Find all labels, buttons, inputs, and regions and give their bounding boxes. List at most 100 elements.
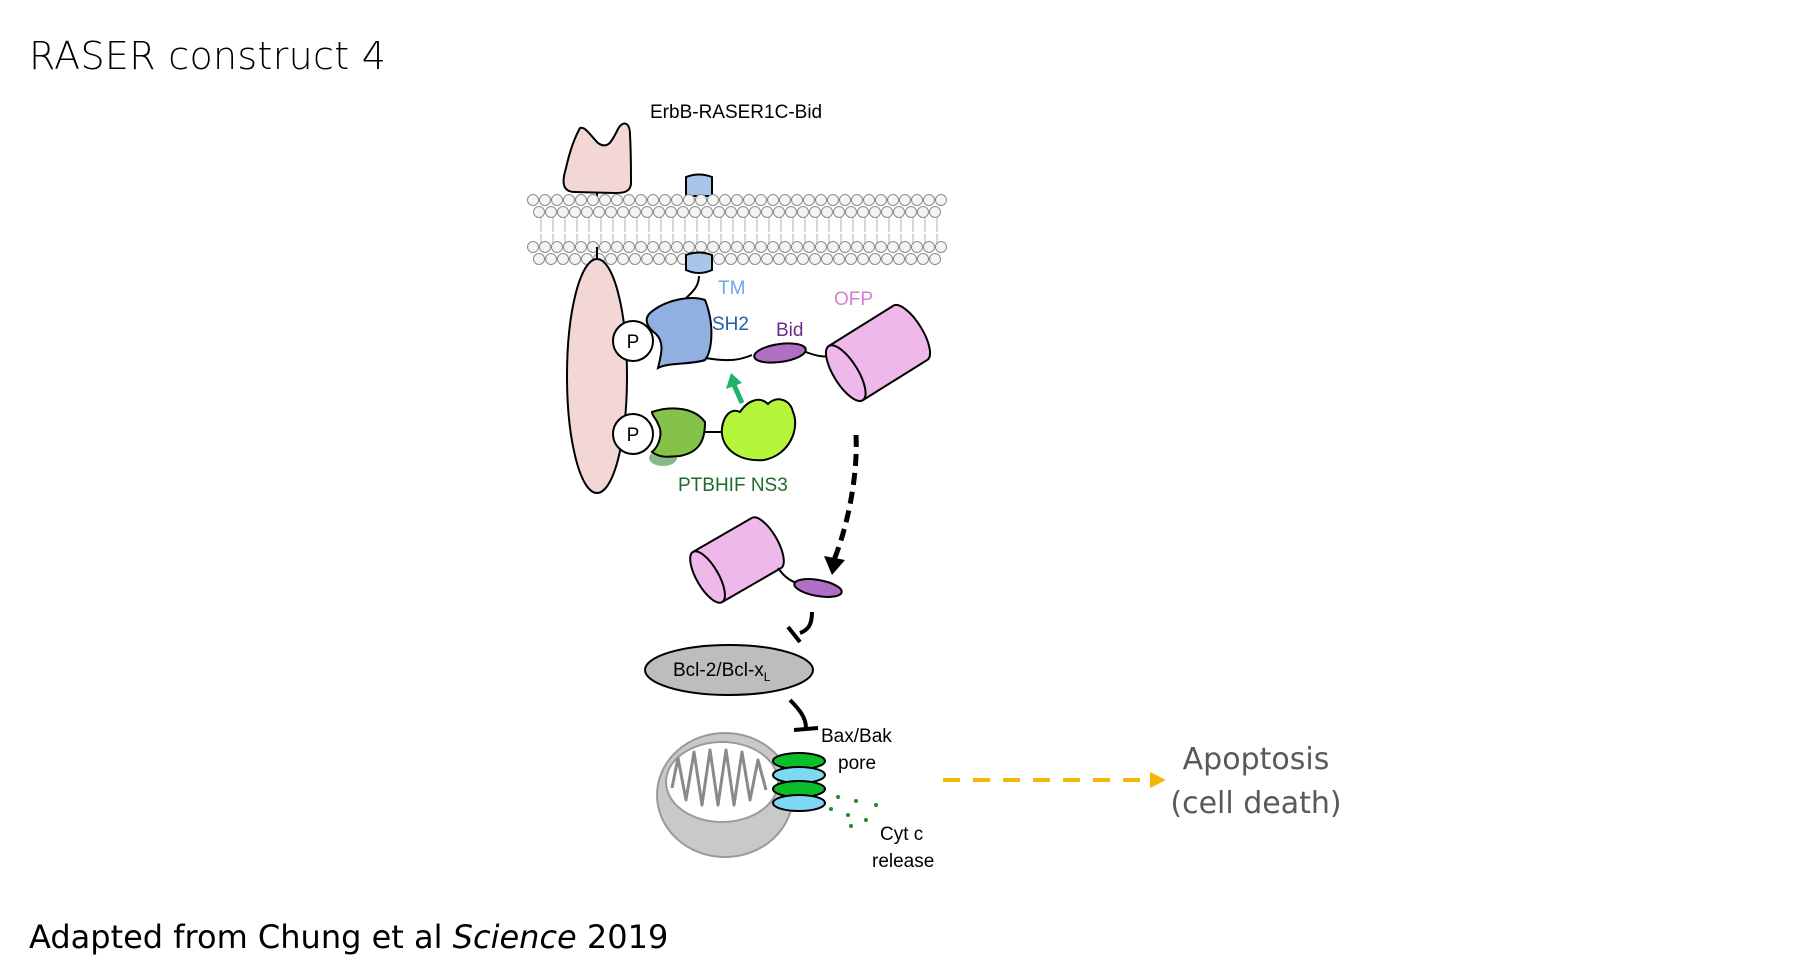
- lipid-head: [695, 194, 707, 206]
- lipid-head: [617, 206, 629, 218]
- lipid-head: [785, 253, 797, 265]
- phospho-label-1: P: [627, 332, 640, 353]
- lipid-head: [677, 206, 689, 218]
- lipid-head: [923, 194, 935, 206]
- pore-label-1: Bax/Bak: [821, 726, 892, 747]
- lipid-head: [911, 194, 923, 206]
- lipid-head: [725, 253, 737, 265]
- sh2-domain: [645, 297, 713, 370]
- slide-title: RASER construct 4: [29, 34, 387, 78]
- outcome-cell-death: (cell death): [1170, 786, 1341, 821]
- ofp-barrel: [824, 304, 931, 403]
- ofp-label: OFP: [834, 289, 873, 310]
- lipid-head: [689, 206, 701, 218]
- lipid-head: [935, 194, 947, 206]
- lipid-head: [563, 194, 575, 206]
- sh2-bid-linker: [704, 354, 753, 362]
- lipid-head: [611, 194, 623, 206]
- ptb-ns3-label: PTBHIF NS3: [678, 475, 788, 496]
- lipid-head: [665, 253, 677, 265]
- lipid-head: [671, 194, 683, 206]
- tm-top-block: [685, 173, 713, 197]
- source-caption: Adapted from Chung et al Science 2019: [29, 918, 668, 956]
- lipid-head: [917, 253, 929, 265]
- lipid-head: [863, 194, 875, 206]
- lipid-head: [575, 241, 587, 253]
- lipid-head: [569, 253, 581, 265]
- cytc-label-1: Cyt c: [880, 824, 923, 845]
- lipid-head: [533, 206, 545, 218]
- bid-label: Bid: [776, 320, 803, 341]
- lipid-head: [533, 253, 545, 265]
- inhibition-bar-1: [786, 625, 802, 644]
- caption-prefix: Adapted from Chung et al: [29, 918, 453, 956]
- released-ofp-barrel: [689, 516, 785, 604]
- lipid-head: [899, 241, 911, 253]
- lipid-head: [569, 206, 581, 218]
- lipid-head: [797, 253, 809, 265]
- lipid-head: [713, 206, 725, 218]
- lipid-head: [845, 253, 857, 265]
- phospho-site-2: [612, 413, 654, 455]
- caption-journal: Science: [452, 918, 577, 956]
- pore-disc-4: [772, 794, 826, 812]
- lipid-head: [893, 206, 905, 218]
- tm-label: TM: [718, 278, 745, 299]
- lipid-head: [899, 194, 911, 206]
- lipid-head: [803, 194, 815, 206]
- lipid-head: [641, 206, 653, 218]
- outcome-apoptosis: Apoptosis: [1183, 742, 1330, 777]
- lipid-head: [599, 194, 611, 206]
- lipid-head: [653, 253, 665, 265]
- bid-domain: [753, 342, 807, 364]
- lipid-head: [629, 206, 641, 218]
- inhibition-bar-2: [793, 726, 819, 732]
- cleavage-arrowhead: [726, 373, 742, 389]
- release-arrowhead: [824, 556, 845, 575]
- receptor-intracellular: [566, 258, 628, 494]
- sh2-label: SH2: [712, 314, 749, 335]
- lipid-head: [593, 206, 605, 218]
- bcl2-bclxl: [644, 644, 814, 696]
- released-bid: [793, 578, 843, 598]
- lipid-head: [581, 206, 593, 218]
- lipid-head: [851, 241, 863, 253]
- lipid-head: [647, 241, 659, 253]
- lipid-head: [845, 206, 857, 218]
- lipid-head: [557, 206, 569, 218]
- lipid-head: [917, 206, 929, 218]
- lipid-head: [683, 194, 695, 206]
- lipid-head: [737, 253, 749, 265]
- lipid-head: [653, 206, 665, 218]
- lipid-head: [773, 253, 785, 265]
- lipid-head: [695, 241, 707, 253]
- lipid-head: [707, 194, 719, 206]
- lipid-head: [749, 253, 761, 265]
- lipid-head: [767, 241, 779, 253]
- lipid-head: [839, 194, 851, 206]
- lipid-head: [527, 241, 539, 253]
- lipid-head: [683, 241, 695, 253]
- lipid-head: [857, 253, 869, 265]
- lipid-head: [617, 253, 629, 265]
- lipid-head: [761, 206, 773, 218]
- lipid-head: [743, 194, 755, 206]
- lipid-head: [821, 206, 833, 218]
- lipid-head: [905, 253, 917, 265]
- lipid-head: [869, 206, 881, 218]
- lipid-head: [905, 206, 917, 218]
- lipid-head: [635, 194, 647, 206]
- lipid-head: [785, 206, 797, 218]
- lipid-head: [929, 253, 941, 265]
- lipid-head: [545, 253, 557, 265]
- lipid-head: [713, 253, 725, 265]
- lipid-head: [587, 241, 599, 253]
- lipid-head: [551, 194, 563, 206]
- lipid-head: [887, 241, 899, 253]
- lipid-head: [563, 241, 575, 253]
- lipid-head: [779, 194, 791, 206]
- lipid-head: [731, 241, 743, 253]
- lipid-head: [737, 206, 749, 218]
- lipid-head: [665, 206, 677, 218]
